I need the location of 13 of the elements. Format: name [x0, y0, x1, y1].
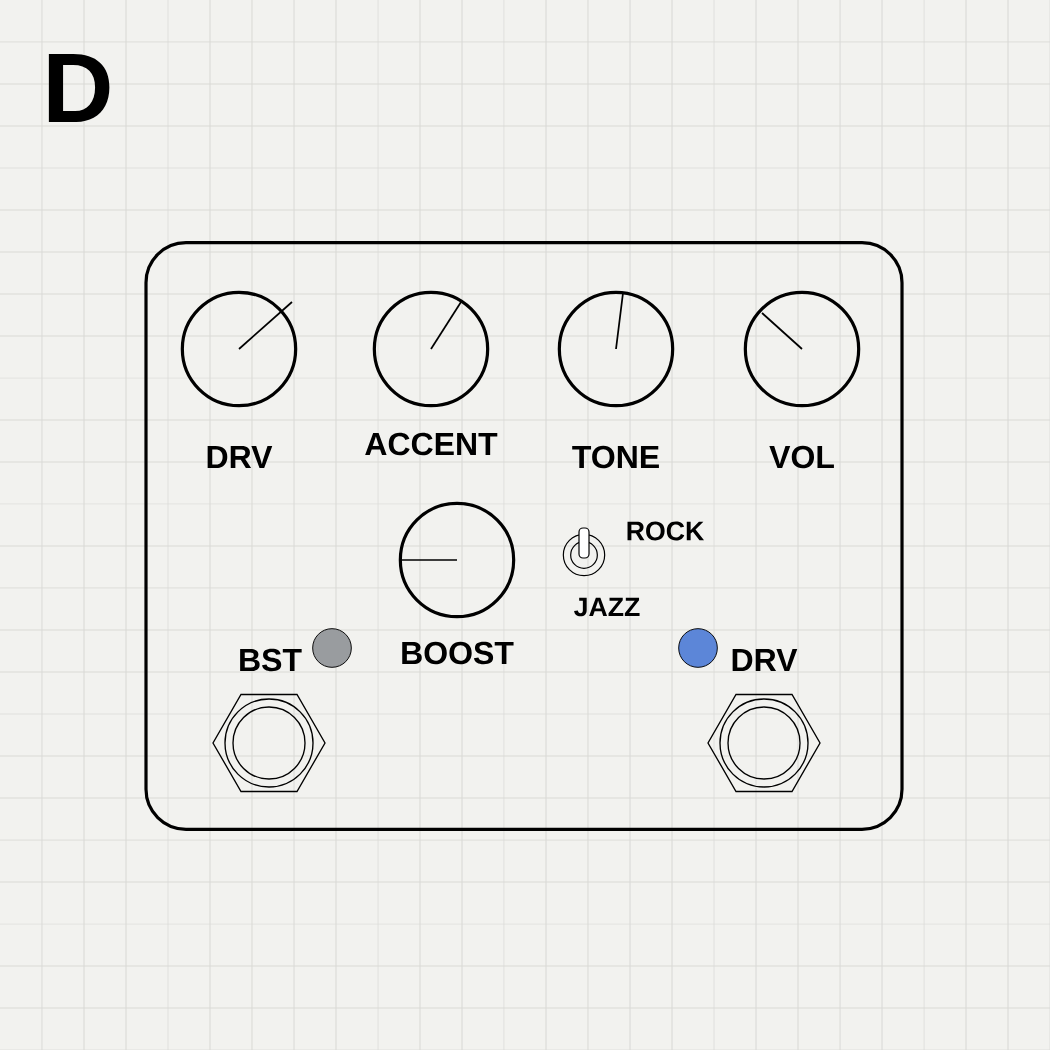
control-label: DRV: [207, 446, 273, 468]
control-label: TONE: [572, 445, 659, 469]
pedal-enclosure: [144, 241, 904, 831]
footswitch: [212, 693, 326, 793]
control-label: JAZZ: [574, 597, 640, 617]
panel-letter: D: [48, 54, 110, 122]
control-label: BOOST: [402, 641, 514, 665]
control-label: BST: [240, 648, 302, 672]
control-label: VOL: [769, 445, 834, 469]
footswitch: [707, 693, 821, 793]
control-label: ROCK: [627, 521, 704, 541]
control-label: DRV: [732, 649, 798, 671]
control-label: ACCENT: [365, 432, 498, 456]
